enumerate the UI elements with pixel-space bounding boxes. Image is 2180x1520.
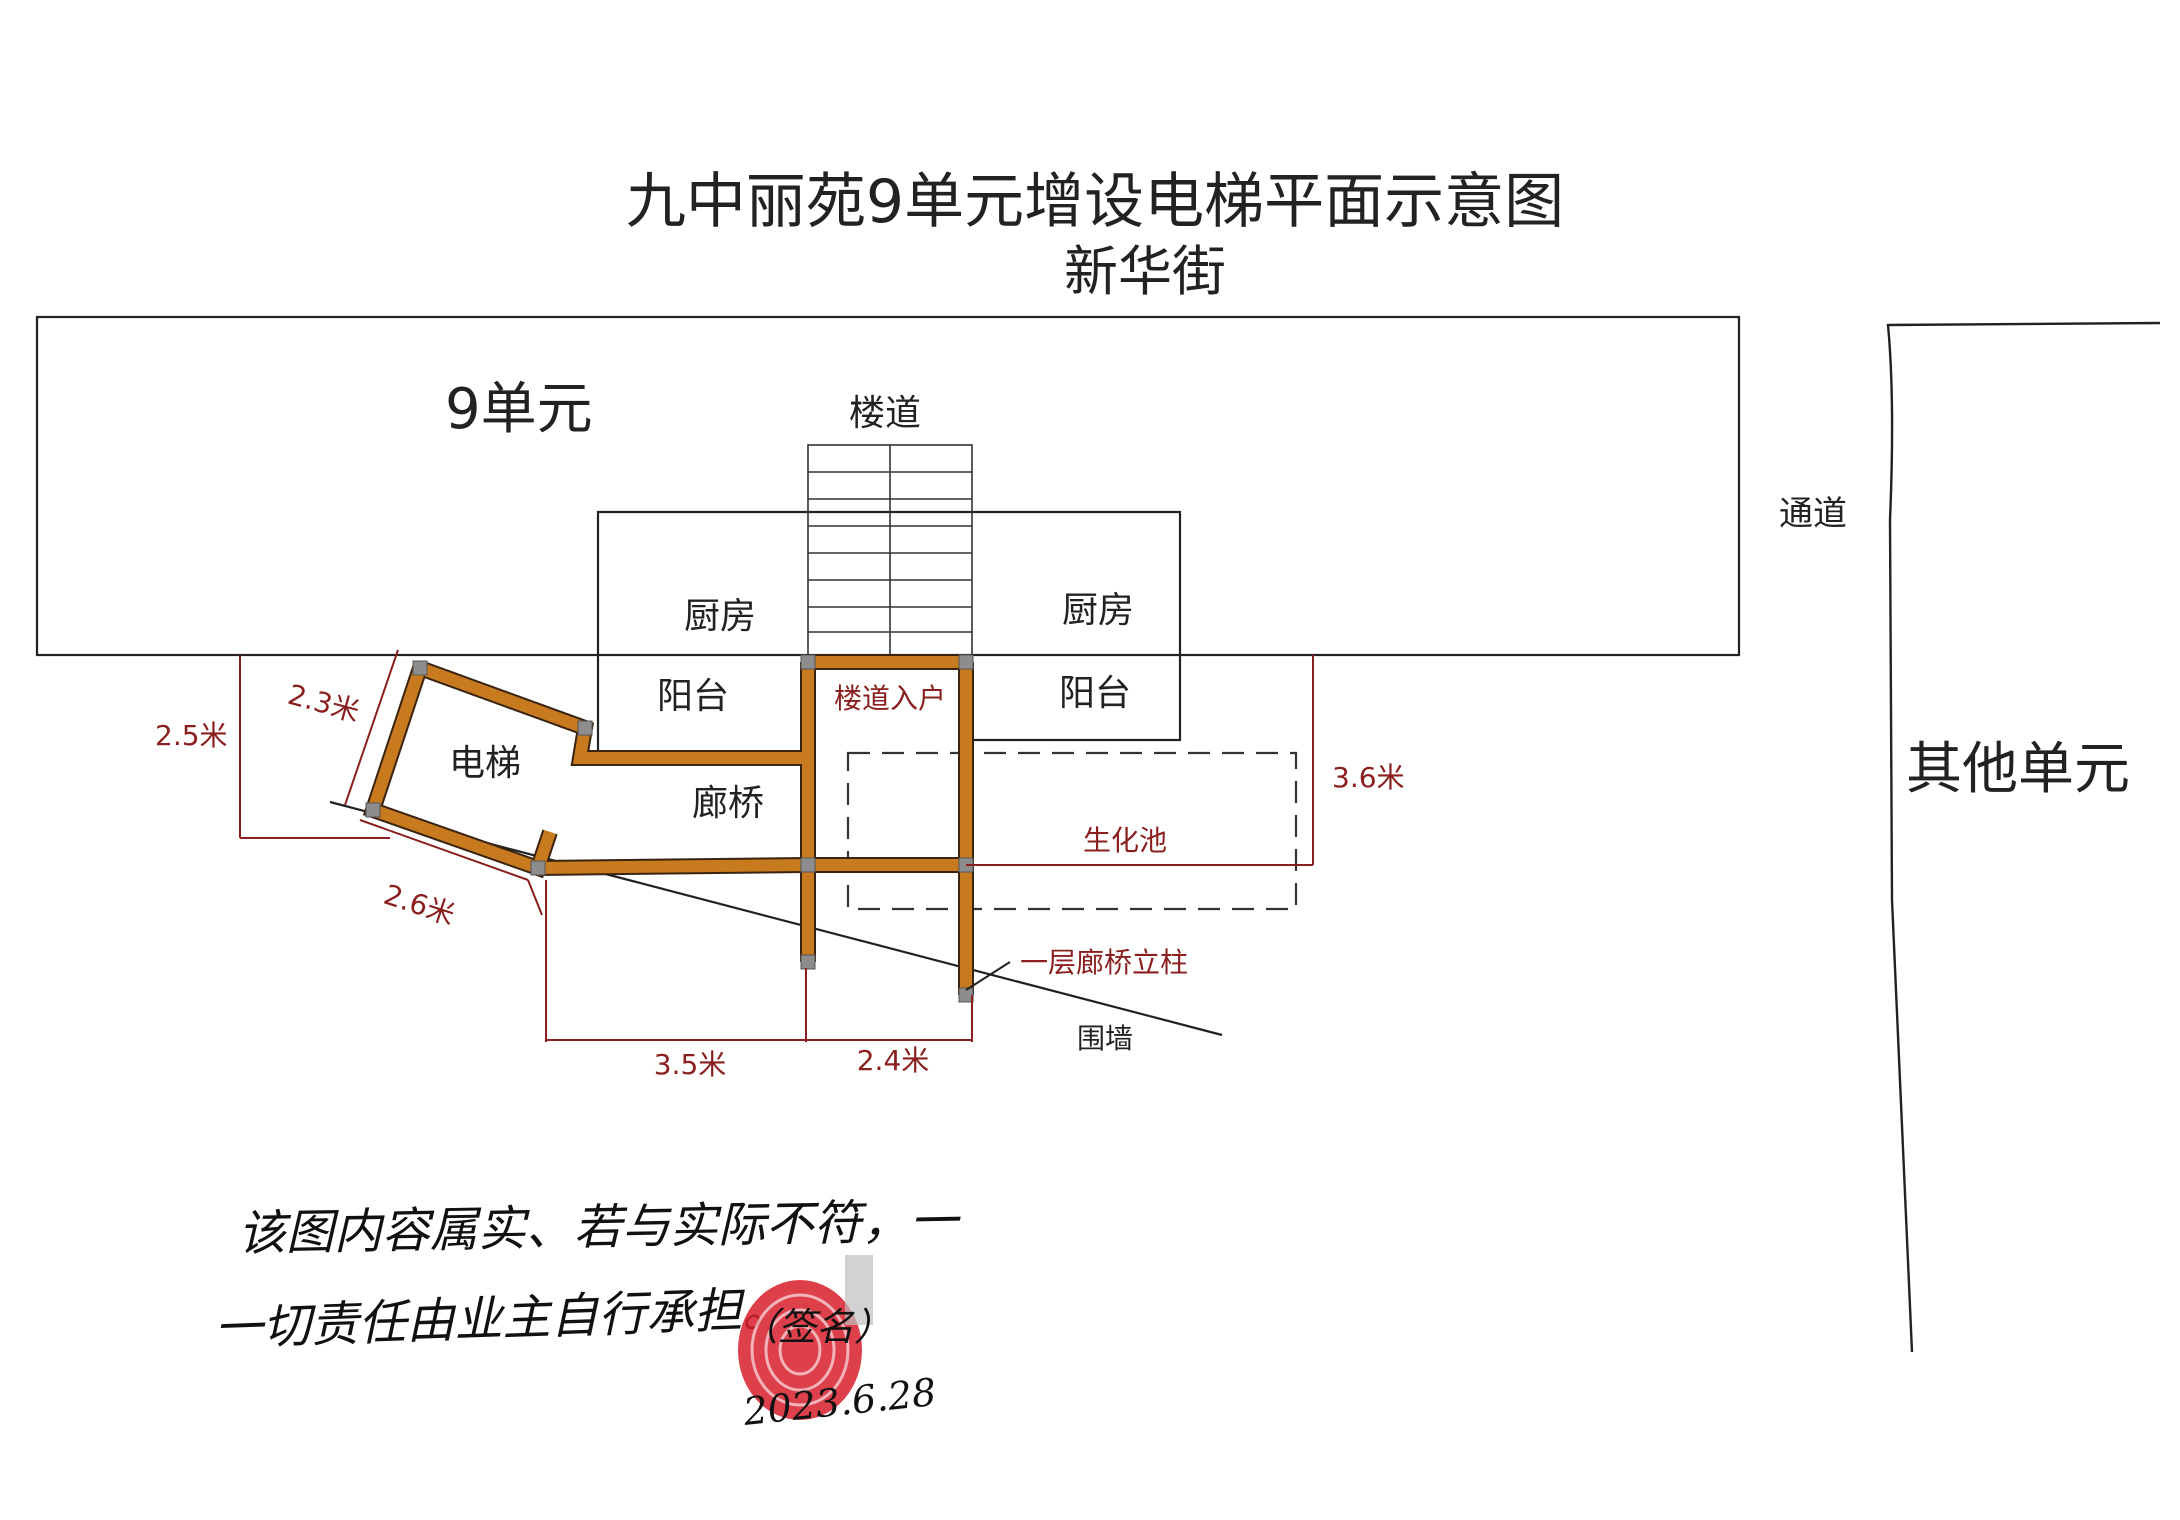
passage-label: 通道 bbox=[1779, 494, 1847, 534]
septic-tank-outline bbox=[846, 751, 1298, 911]
wing-outline bbox=[596, 510, 1182, 742]
signature: （签名） bbox=[740, 1305, 892, 1349]
kitchen-right-label: 厨房 bbox=[1062, 590, 1134, 631]
stairwell-treads bbox=[807, 444, 973, 656]
other-units-label: 其他单元 bbox=[1906, 737, 2130, 802]
dim-3-6-label: 3.6米 bbox=[1332, 761, 1405, 794]
street-name: 新华街 bbox=[1064, 240, 1226, 303]
handwritten-note-line1: 该图内容属实、若与实际不符，一 bbox=[237, 1193, 962, 1262]
kitchen-left-label: 厨房 bbox=[684, 596, 756, 637]
boundary-wall-label: 围墙 bbox=[1077, 1022, 1133, 1055]
dim-3-5-label: 3.5米 bbox=[654, 1048, 727, 1081]
dim-2-5-label: 2.5米 bbox=[155, 719, 228, 752]
fingerprint-stamp bbox=[738, 1255, 873, 1420]
column-callout-line bbox=[965, 961, 1011, 991]
dim-2-6-label: 2.6米 bbox=[380, 878, 459, 932]
diagram-title: 九中丽苑9单元增设电梯平面示意图 bbox=[626, 167, 1564, 237]
elevator-label: 电梯 bbox=[449, 743, 521, 784]
dimension-lines bbox=[239, 649, 1314, 1042]
balcony-left-label: 阳台 bbox=[657, 676, 729, 717]
stairwell-label: 楼道 bbox=[849, 393, 921, 434]
structural-columns bbox=[365, 654, 974, 1003]
stair-entry-label: 楼道入户 bbox=[834, 682, 946, 715]
dim-2-3-label: 2.3米 bbox=[284, 678, 363, 729]
corridor-bridge-label: 廊桥 bbox=[692, 783, 764, 824]
balcony-right-label: 阳台 bbox=[1059, 673, 1131, 714]
handwritten-note-line2: 一切责任由业主自行承担。 bbox=[213, 1281, 791, 1357]
building-outline bbox=[35, 315, 1741, 657]
first-floor-column-label: 一层廊桥立柱 bbox=[1020, 946, 1188, 979]
other-units-outline bbox=[1886, 321, 2161, 1353]
building-label: 9单元 bbox=[445, 377, 593, 442]
dim-2-4-label: 2.4米 bbox=[857, 1044, 930, 1077]
septic-tank-label: 生化池 bbox=[1083, 824, 1167, 857]
